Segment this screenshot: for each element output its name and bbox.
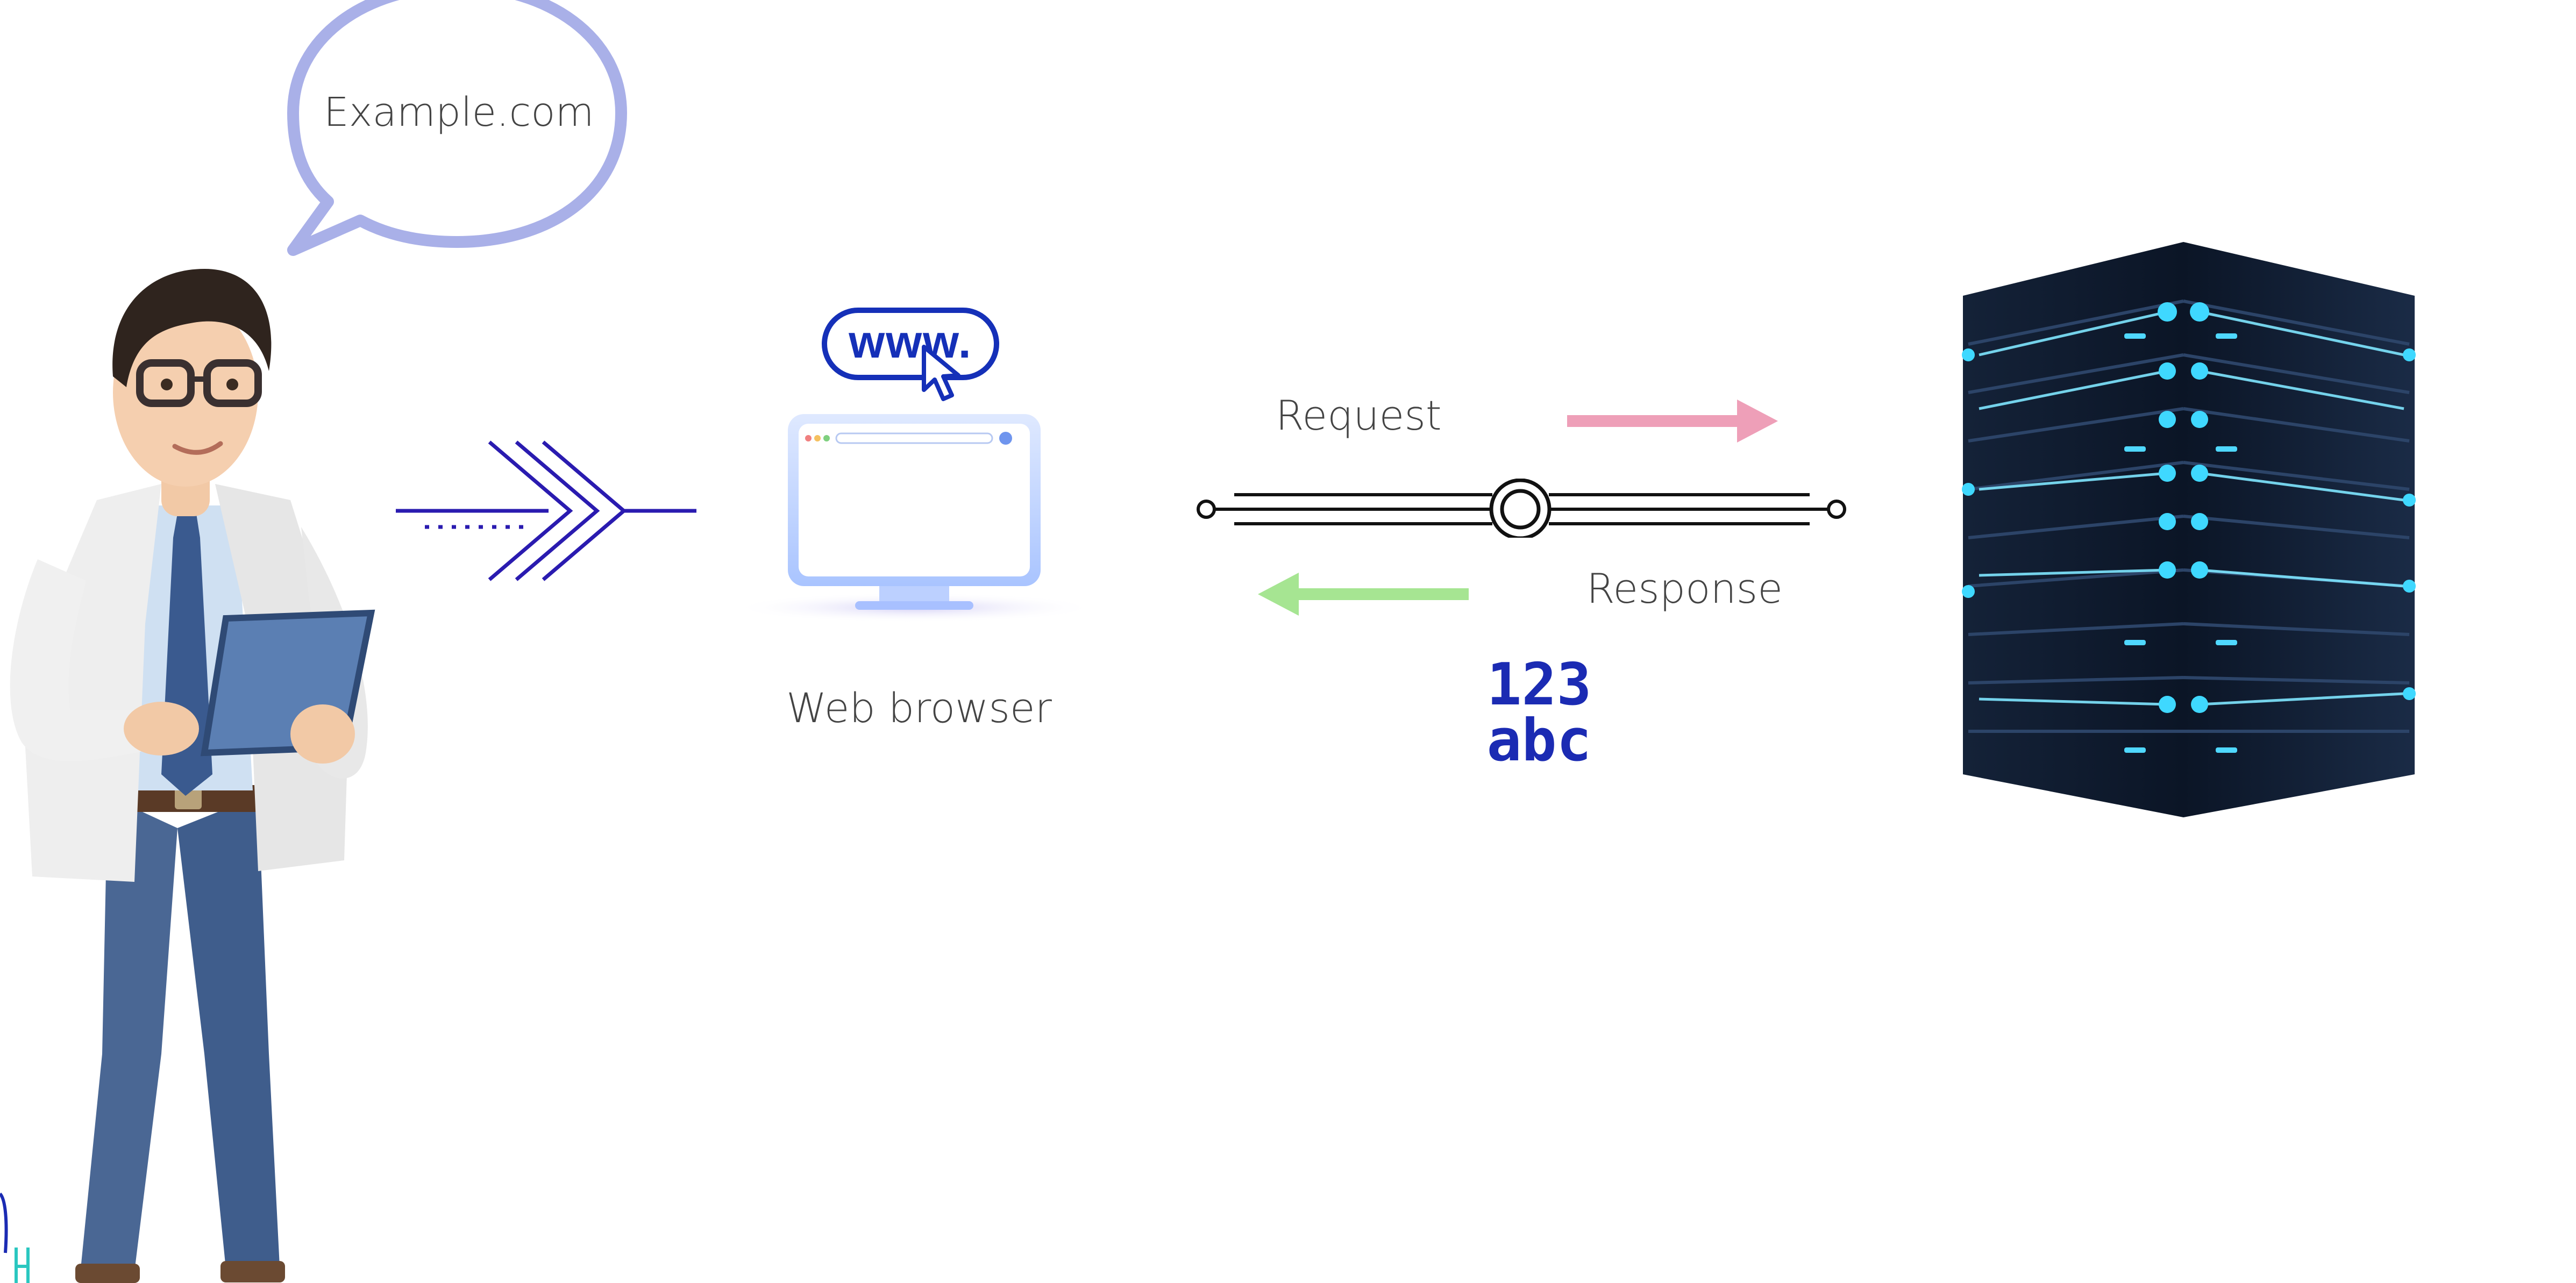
- response-label: Response: [1586, 565, 1783, 612]
- speech-bubble: [287, 0, 627, 256]
- www-cursor-icon: www.: [822, 308, 999, 380]
- corner-logo-fragment-icon: [0, 1192, 30, 1283]
- double-chevron-arrow-icon: [396, 440, 696, 581]
- request-arrow-icon: [1567, 400, 1778, 443]
- data-glyph-letters: abc: [1486, 707, 1592, 774]
- data-glyph: 123 abc: [1485, 651, 1593, 774]
- browser-monitor-icon: [731, 414, 1097, 623]
- web-browser-label: Web browser: [786, 684, 1052, 732]
- request-label: Request: [1276, 391, 1442, 439]
- cursor-icon: [922, 345, 960, 401]
- connection-line: [1197, 479, 1846, 538]
- data-glyph-numbers: 123: [1486, 651, 1592, 718]
- person-with-tablet-icon: [10, 269, 375, 1283]
- www-text: www.: [849, 316, 972, 368]
- response-arrow-icon: [1258, 573, 1469, 616]
- server-rack-icon: [1962, 242, 2416, 817]
- bubble-text: Example.com: [324, 89, 594, 136]
